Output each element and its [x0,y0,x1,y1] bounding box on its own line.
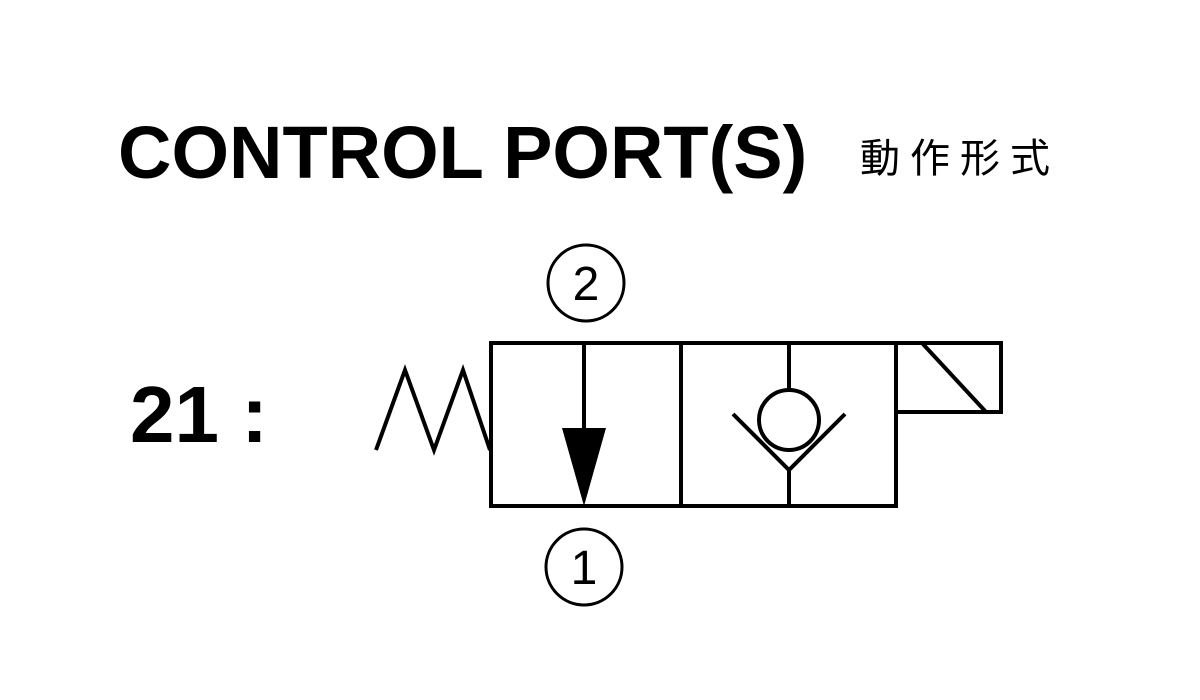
valve-code-label: 21 : [130,370,268,459]
title-main: CONTROL PORT(S) [118,111,807,194]
check-ball [757,388,821,452]
solenoid-box [894,341,1003,414]
port-2-label: 2 [573,258,600,311]
port-1-circle [544,527,624,607]
check-seat [731,412,847,473]
title-sub: 動作形式 [860,136,1060,182]
solenoid-diagonal [920,341,988,414]
flow-arrow-head [562,428,606,506]
spring-symbol [374,363,492,456]
port-1-label: 1 [571,542,598,595]
port-2-circle [546,243,626,323]
